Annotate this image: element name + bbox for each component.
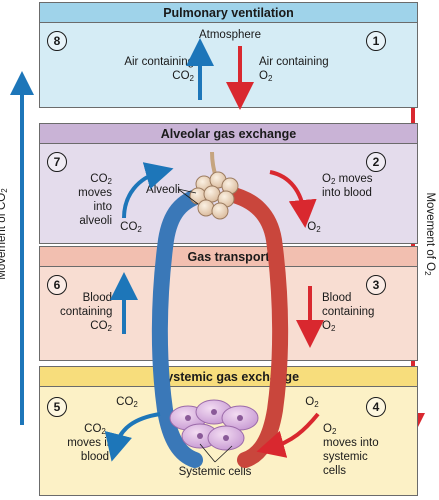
step-number: 7 bbox=[47, 152, 67, 172]
panel-title: Gas transport bbox=[40, 247, 417, 267]
blood-co2-label: Blood containing CO2 bbox=[60, 292, 113, 333]
systemic-cells bbox=[169, 399, 259, 463]
step-number: 4 bbox=[366, 397, 386, 417]
step-number: 6 bbox=[47, 275, 67, 295]
air-co2-label: Air containing CO2 bbox=[124, 56, 194, 83]
o2-into-blood-label: O2 moves into blood bbox=[322, 173, 373, 199]
co2-label: CO2 bbox=[116, 396, 138, 409]
atmosphere-label: Atmosphere bbox=[198, 29, 261, 41]
o2-into-cells-arrow bbox=[256, 412, 320, 458]
alveolar-gas-exchange-panel: Alveolar gas exchange 7 2 CO2 moves into… bbox=[39, 123, 418, 244]
panel-title: Pulmonary ventilation bbox=[40, 3, 417, 23]
step-number: 1 bbox=[366, 31, 386, 51]
gas-transport-panel: Gas transport 6 3 Blood containing CO2 B… bbox=[39, 246, 418, 361]
alveoli-cluster bbox=[177, 151, 239, 220]
step-number: 2 bbox=[366, 152, 386, 172]
step-number: 8 bbox=[47, 31, 67, 51]
co2-into-alveoli-label: CO2 moves into alveoli bbox=[78, 173, 112, 227]
step-number: 5 bbox=[47, 397, 67, 417]
blood-o2-label: Blood containing O2 bbox=[322, 292, 375, 333]
systemic-cells-label: Systemic cells bbox=[178, 466, 252, 478]
deoxygenated-vessel bbox=[151, 186, 213, 468]
co2-into-blood-arrow bbox=[104, 412, 161, 462]
o2-label: O2 bbox=[305, 396, 319, 409]
step-number: 3 bbox=[366, 275, 386, 295]
panel-title: Systemic gas exchange bbox=[40, 367, 417, 387]
co2-into-alveoli-arrow bbox=[122, 162, 174, 219]
o2-into-blood-arrow bbox=[269, 170, 317, 228]
panel-title: Alveolar gas exchange bbox=[40, 124, 417, 144]
o2-into-systemic-cells-label: O2 moves into systemic cells bbox=[323, 423, 379, 477]
air-o2-label: Air containing O2 bbox=[259, 56, 329, 83]
co2-label: CO2 bbox=[120, 221, 142, 234]
